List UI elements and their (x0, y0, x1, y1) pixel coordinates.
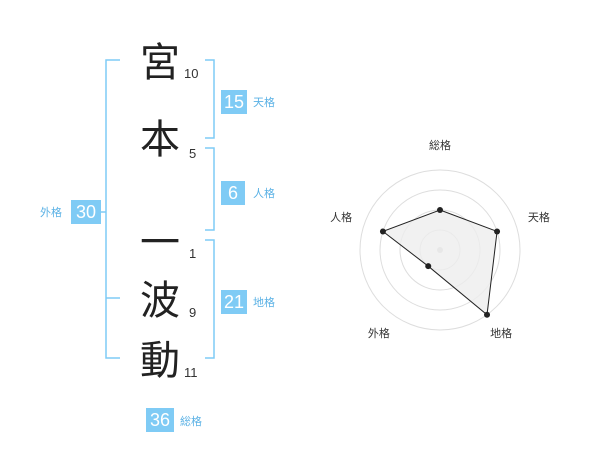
radar-axis-label: 地格 (490, 327, 513, 341)
radar-point-総格 (437, 207, 443, 213)
tenkaku-label: 天格 (253, 96, 275, 109)
radar-axis-label: 天格 (527, 210, 550, 224)
stroke-count-2: 5 (189, 146, 197, 161)
name-char-2: 本 (140, 117, 180, 163)
jinkaku-label: 人格 (253, 187, 275, 200)
radar-point-外格 (425, 263, 432, 270)
soukaku-badge: 36 (146, 408, 174, 432)
stroke-count-5: 11 (184, 365, 198, 380)
jinkaku-badge: 6 (221, 181, 245, 205)
gaikaku-badge: 30 (71, 200, 101, 224)
name-char-1: 宮 (140, 40, 180, 86)
stroke-count-3: 1 (189, 246, 197, 261)
tenkaku-badge: 15 (221, 90, 247, 114)
radar-point-地格 (484, 311, 491, 318)
radar-polygon (381, 209, 498, 316)
name-char-4: 波 (140, 278, 180, 324)
radar-points (379, 207, 501, 318)
name-char-3: 一 (140, 220, 180, 266)
radar-ring-4 (359, 169, 521, 331)
stroke-count-1: 10 (184, 66, 199, 81)
radar-point-天格 (494, 228, 501, 235)
radar-shape (381, 209, 498, 316)
radar-point-人格 (379, 228, 386, 235)
stroke-count-4: 9 (189, 305, 197, 320)
soukaku-label: 総格 (180, 415, 202, 428)
gaikaku-label: 外格 (40, 206, 62, 219)
radar-axis-label: 人格 (330, 210, 353, 224)
radar-axis-label: 外格 (367, 327, 390, 341)
radar-ring-3 (379, 189, 501, 311)
chikaku-badge: 21 (221, 290, 247, 314)
name-char-5: 動 (140, 338, 180, 384)
radar-axis-label: 総格 (429, 139, 451, 152)
chikaku-label: 地格 (253, 296, 275, 309)
